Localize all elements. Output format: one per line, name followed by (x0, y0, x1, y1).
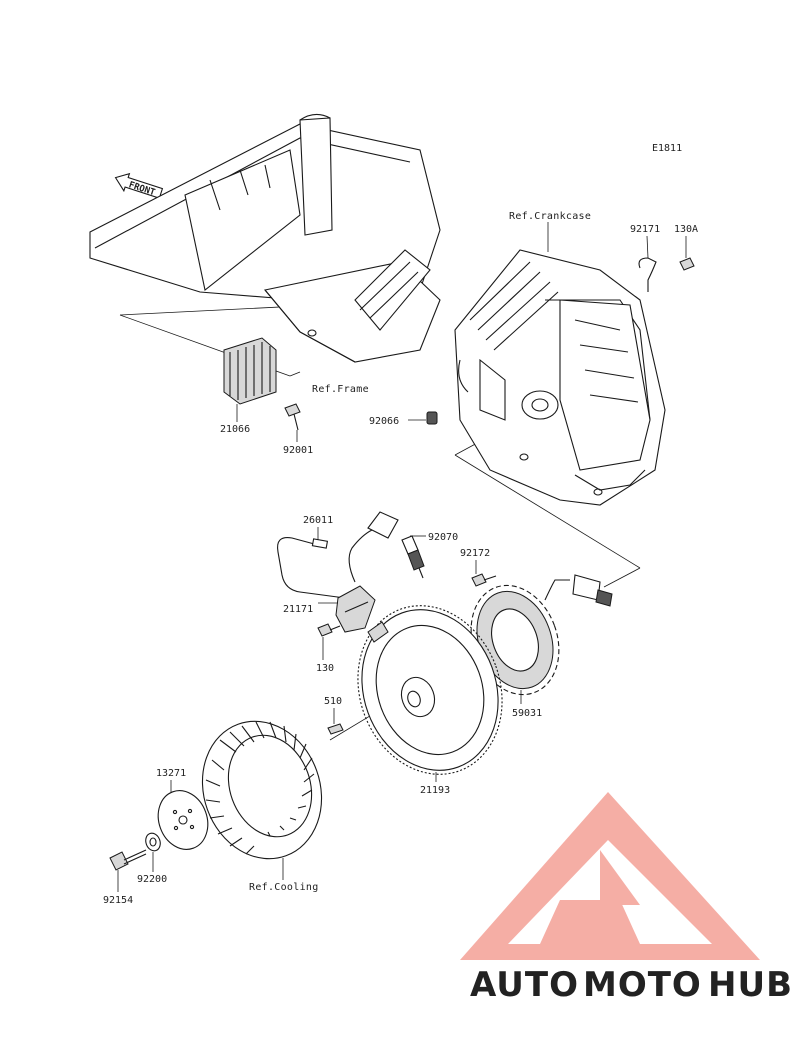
plate-13271 (157, 780, 209, 850)
part-26011: 26011 (303, 515, 333, 526)
part-21171: 21171 (283, 604, 313, 615)
bolt-130A (679, 236, 695, 271)
spark-plug-92070 (401, 535, 426, 579)
washer-92200 (145, 832, 161, 872)
watermark-text: AUTO MOTO HUB (470, 965, 793, 1005)
watermark-moto: MOTO (583, 965, 702, 1005)
part-510: 510 (324, 696, 342, 707)
ref-frame-label: Ref.Frame (312, 384, 369, 395)
ref-crankcase-label: Ref.Crankcase (509, 211, 591, 222)
key-510 (327, 708, 344, 735)
watermark-auto: AUTO (470, 965, 579, 1005)
part-92154: 92154 (103, 895, 133, 906)
bolt-130 (317, 623, 341, 660)
part-92171: 92171 (630, 224, 660, 235)
ref-cooling-label: Ref.Cooling (249, 882, 319, 893)
watermark-logo (460, 792, 760, 960)
bolt-92172 (471, 560, 497, 587)
part-21066: 21066 (220, 424, 250, 435)
part-92172: 92172 (460, 548, 490, 559)
part-92070: 92070 (428, 532, 458, 543)
watermark-hub: HUB (708, 965, 793, 1005)
cap-92066 (408, 411, 438, 425)
bolt-92001 (284, 403, 301, 442)
part-21193: 21193 (420, 785, 450, 796)
diagram-code: E1811 (652, 143, 682, 154)
clamp-92171 (638, 235, 657, 292)
part-92200: 92200 (137, 874, 167, 885)
flywheel-21193 (357, 605, 503, 782)
bolt-92154 (109, 849, 147, 892)
part-92066: 92066 (369, 416, 399, 427)
stator-59031 (470, 574, 613, 704)
cooling-fan (201, 720, 323, 880)
part-130: 130 (316, 663, 334, 674)
front-direction-arrow: FRONT (114, 172, 164, 199)
ignition-wiring (277, 511, 399, 633)
part-92001: 92001 (283, 445, 313, 456)
part-59031: 59031 (512, 708, 542, 719)
part-130A: 130A (674, 224, 698, 235)
regulator-part (223, 337, 277, 422)
frame-assembly (89, 113, 441, 363)
part-13271: 13271 (156, 768, 186, 779)
crankcase-assembly (454, 249, 666, 506)
